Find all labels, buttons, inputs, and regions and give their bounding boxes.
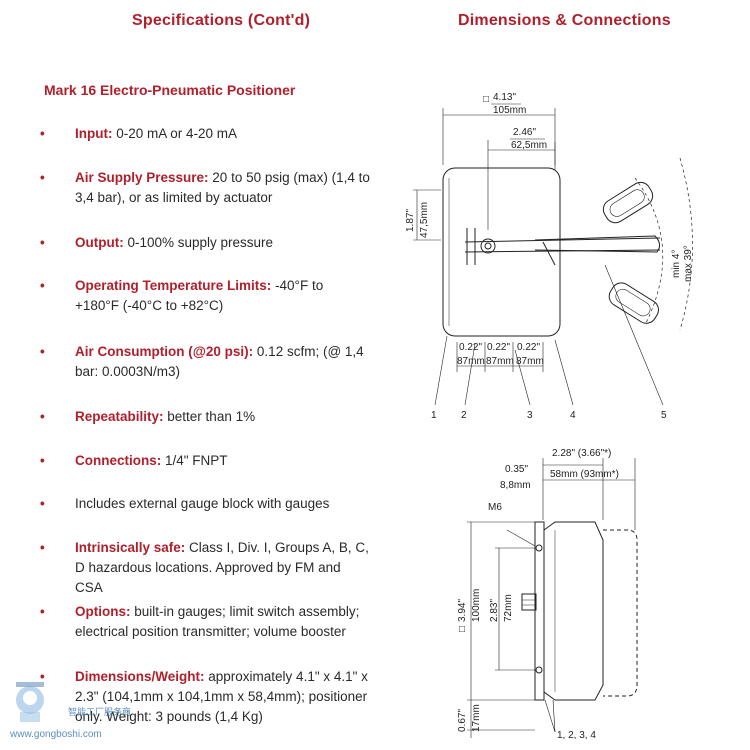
spec-value: 0-20 mA or 4-20 mA: [112, 126, 238, 141]
spec-label: Air Consumption (@20 psi):: [75, 344, 254, 359]
dim-height-in: 1.87": [405, 209, 416, 232]
dim-inner-mm: 62,5mm: [511, 140, 547, 151]
dim-inner-in: 2.46": [513, 127, 536, 138]
port1-mm: 87mm: [457, 356, 485, 367]
dim-hole-mm: 72mm: [503, 594, 514, 622]
spec-temperature: • Operating Temperature Limits: -40°F to…: [40, 276, 370, 316]
port3-mm: 87mm: [516, 356, 544, 367]
bullet-icon: •: [40, 540, 45, 555]
port2-in: 0.22": [487, 342, 510, 353]
watermark-url: www.gongboshi.com: [10, 729, 102, 740]
spec-value: better than 1%: [163, 409, 256, 424]
spec-output: • Output: 0-100% supply pressure: [40, 233, 370, 253]
spec-value: Class I, Div. I, Groups A, B, C, D hazar…: [75, 540, 369, 595]
spec-label: Intrinsically safe:: [75, 540, 186, 555]
dim-hole-in: 2.83": [489, 599, 500, 622]
callout-4: 4: [570, 410, 576, 421]
callout-5: 5: [661, 410, 667, 421]
spec-air-supply: • Air Supply Pressure: 20 to 50 psig (ma…: [40, 168, 370, 208]
thread-m6: M6: [488, 502, 502, 513]
spec-repeatability: • Repeatability: better than 1%: [40, 407, 370, 427]
spec-value: -40°F to +180°F (-40°C to +82°C): [75, 278, 324, 313]
spec-input: • Input: 0-20 mA or 4-20 mA: [40, 124, 370, 144]
bullet-icon: •: [40, 126, 45, 141]
dim-depth-mm: 58mm (93mm*): [550, 469, 619, 480]
spec-intrinsically-safe: • Intrinsically safe: Class I, Div. I, G…: [40, 538, 370, 598]
callout-1234: 1, 2, 3, 4: [557, 730, 596, 741]
watermark-tagline: 智能工厂服务商: [68, 707, 132, 717]
callout-2: 2: [461, 410, 467, 421]
spec-value: built-in gauges; limit switch assembly; …: [75, 604, 360, 639]
bullet-icon: •: [40, 409, 45, 424]
bullet-icon: •: [40, 604, 45, 619]
dim-base-mm: 17mm: [471, 704, 482, 732]
bullet-icon: •: [40, 496, 45, 511]
bullet-icon: •: [40, 344, 45, 359]
dimensions-drawing: □ 4.13" 105mm 2.46" 62,5mm 1.87" 47,5mm …: [405, 92, 694, 741]
port1-in: 0.22": [459, 342, 482, 353]
spec-value: 1/4" FNPT: [161, 453, 228, 468]
spec-label: Output:: [75, 235, 124, 250]
spec-label: Dimensions/Weight:: [75, 669, 205, 684]
dim-width-in: 4.13": [493, 92, 516, 103]
angle-min: min 4°: [671, 250, 682, 278]
bullet-icon: •: [40, 669, 45, 684]
sq-symbol-bottom: □: [457, 626, 468, 632]
dim-offset-mm: 8,8mm: [500, 480, 531, 491]
spec-value: approximately 4.1" x 4.1" x 2.3" (104,1m…: [75, 669, 368, 724]
spec-label: Operating Temperature Limits:: [75, 278, 272, 293]
angle-max: max 39°: [683, 245, 694, 282]
spec-gauge-block: • Includes external gauge block with gau…: [40, 494, 370, 514]
port3-in: 0.22": [517, 342, 540, 353]
specifications-heading: Specifications (Cont'd): [132, 12, 311, 29]
watermark-logo-icon: [16, 682, 44, 722]
spec-label: Repeatability:: [75, 409, 164, 424]
spec-dimensions-weight: • Dimensions/Weight: approximately 4.1" …: [40, 667, 370, 727]
dim-height-mm: 47,5mm: [419, 202, 430, 238]
spec-value: 0.12 scfm; (@ 1,4 bar: 0.0003N/m3): [75, 344, 364, 379]
port2-mm: 87mm: [486, 356, 514, 367]
spec-value: 0-100% supply pressure: [123, 235, 274, 250]
callout-3: 3: [527, 410, 533, 421]
spec-value: 20 to 50 psig (max) (1,4 to 3,4 bar), or…: [75, 170, 370, 205]
product-title: Mark 16 Electro-Pneumatic Positioner: [44, 82, 296, 98]
spec-label: Input:: [75, 126, 113, 141]
sq-symbol-top: □: [483, 94, 489, 105]
dimensions-heading: Dimensions & Connections: [458, 12, 671, 29]
bullet-icon: •: [40, 235, 45, 250]
dim-height-in: 3.94": [457, 599, 468, 622]
spec-air-consumption: • Air Consumption (@20 psi): 0.12 scfm; …: [40, 342, 370, 382]
dim-width-mm: 105mm: [493, 105, 526, 116]
bullet-icon: •: [40, 278, 45, 293]
bullet-icon: •: [40, 453, 45, 468]
dim-offset-in: 0.35": [505, 464, 528, 475]
spec-value: Includes external gauge block with gauge…: [75, 496, 330, 511]
spec-options: • Options: built-in gauges; limit switch…: [40, 602, 370, 642]
dim-base-in: 0.67": [457, 709, 468, 732]
callout-1: 1: [431, 410, 437, 421]
bullet-icon: •: [40, 170, 45, 185]
dim-depth-in: 2.28" (3.66"*): [552, 448, 611, 459]
dim-height-mm: 100mm: [471, 589, 482, 622]
spec-label: Connections:: [75, 453, 162, 468]
spec-label: Air Supply Pressure:: [75, 170, 209, 185]
spec-label: Options:: [75, 604, 131, 619]
spec-connections: • Connections: 1/4" FNPT: [40, 451, 370, 471]
